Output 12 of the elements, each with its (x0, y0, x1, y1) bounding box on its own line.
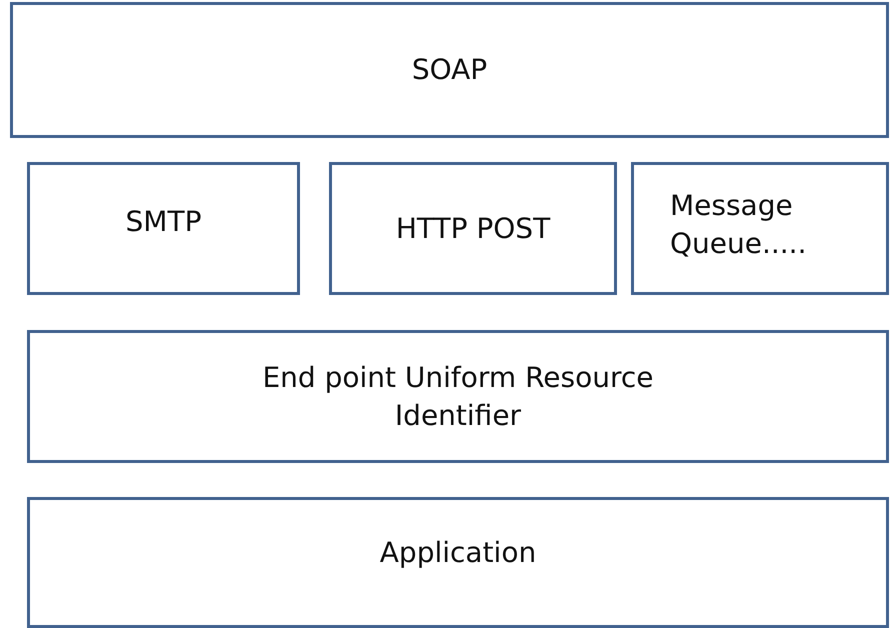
layer-label: Message Queue..... (670, 188, 808, 262)
layer-box (329, 162, 617, 295)
layer-label: SOAP (412, 52, 488, 88)
layer-label: HTTP POST (396, 210, 550, 247)
layer-box (27, 162, 300, 295)
layer-label: Application (380, 534, 536, 571)
layer-box (10, 2, 889, 138)
layer-box (631, 162, 889, 295)
layer-label: End point Uniform Resource Identifier (261, 360, 655, 434)
layer-label: SMTP (126, 204, 202, 240)
layer-box (27, 330, 889, 463)
layer-box (27, 497, 889, 628)
